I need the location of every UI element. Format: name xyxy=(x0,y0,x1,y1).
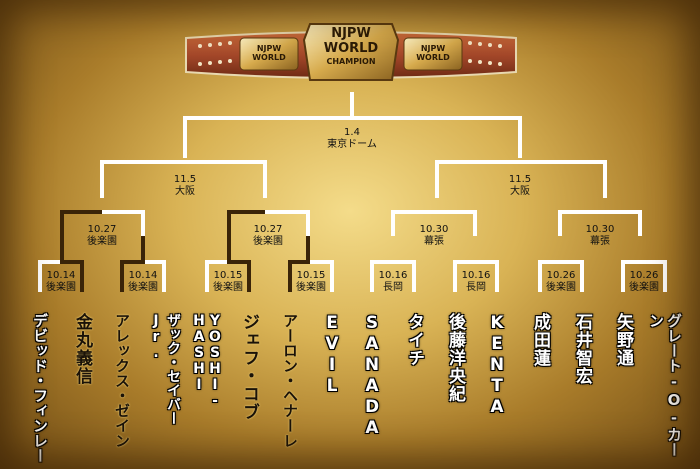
first-round-venue: 後楽園 xyxy=(629,282,659,293)
belt-side-plate-right: NJPW WORLD xyxy=(416,44,450,62)
first-round-date: 10.16 xyxy=(461,270,491,281)
quarterfinal-venue: 後楽園 xyxy=(253,236,283,247)
participant-name: グレート-O-カーン xyxy=(647,313,683,457)
first-round-label: 10.15 後楽園 xyxy=(296,270,326,294)
quarterfinal-date: 10.27 xyxy=(253,224,283,235)
first-round-venue: 長岡 xyxy=(382,282,403,293)
participant-name: KENTA xyxy=(487,313,507,418)
first-round-label: 10.14 後楽園 xyxy=(128,270,158,294)
semifinal-label: 11.5 大阪 xyxy=(174,174,196,198)
first-round-venue: 後楽園 xyxy=(46,282,76,293)
first-round-venue: 後楽園 xyxy=(128,282,158,293)
first-round-date: 10.14 xyxy=(46,270,76,281)
semifinal-venue: 大阪 xyxy=(509,186,530,197)
participant-name: 後藤洋央紀 xyxy=(445,313,465,403)
participant-name: 金丸義信 xyxy=(72,313,92,385)
participant-name: SANADA xyxy=(362,313,382,439)
final-venue: 東京ドーム xyxy=(327,139,377,150)
first-round-venue: 後楽園 xyxy=(296,282,326,293)
belt-plate: NJPW WORLD CHAMPION xyxy=(310,26,392,68)
championship-belt-icon xyxy=(185,23,517,81)
first-round-venue: 後楽園 xyxy=(546,282,576,293)
participant-name: EVIL xyxy=(322,313,342,397)
quarterfinal-venue: 幕張 xyxy=(423,236,444,247)
first-round-date: 10.15 xyxy=(296,270,326,281)
first-round-date: 10.26 xyxy=(546,270,576,281)
semifinal-label: 11.5 大阪 xyxy=(509,174,531,198)
first-round-label: 10.16 長岡 xyxy=(462,270,491,294)
semifinal-date: 11.5 xyxy=(508,174,532,185)
participant-name: YOSHI-HASHI xyxy=(191,313,223,409)
first-round-label: 10.15 後楽園 xyxy=(213,270,243,294)
quarterfinal-venue: 幕張 xyxy=(589,236,610,247)
first-round-label: 10.16 長岡 xyxy=(379,270,408,294)
belt-plate-bottom-text: CHAMPION xyxy=(326,57,376,66)
first-round-date: 10.16 xyxy=(378,270,408,281)
quarterfinal-label: 10.27 後楽園 xyxy=(253,224,283,248)
participant-name: ザック・セイバーJr. xyxy=(148,313,181,425)
first-round-label: 10.14 後楽園 xyxy=(46,270,76,294)
participant-name: アレックス・ゼイン xyxy=(113,313,131,448)
first-round-date: 10.15 xyxy=(213,270,243,281)
first-round-label: 10.26 後楽園 xyxy=(546,270,576,294)
belt-side-plate-left: NJPW WORLD xyxy=(252,44,286,62)
participant-name: デビッド・フィンレー xyxy=(31,313,49,463)
participant-name: タイチ xyxy=(404,313,424,367)
quarterfinal-label: 10.30 幕張 xyxy=(586,224,615,248)
first-round-label: 10.26 後楽園 xyxy=(629,270,659,294)
quarterfinal-date: 10.27 xyxy=(87,224,117,235)
participant-name: 成田蓮 xyxy=(530,313,550,367)
participant-name: ジェフ・コブ xyxy=(239,313,259,421)
final-date: 1.4 xyxy=(344,127,360,138)
quarterfinal-date: 10.30 xyxy=(585,224,615,235)
participant-name: 矢野通 xyxy=(613,313,633,367)
first-round-venue: 長岡 xyxy=(465,282,486,293)
participant-name: 石井智宏 xyxy=(572,313,592,385)
first-round-venue: 後楽園 xyxy=(213,282,243,293)
semifinal-date: 11.5 xyxy=(173,174,197,185)
semifinal-venue: 大阪 xyxy=(174,186,195,197)
participant-name: アーロン・ヘナーレ xyxy=(281,313,299,448)
quarterfinal-date: 10.30 xyxy=(419,224,449,235)
bracket-lines-advanced xyxy=(60,210,310,292)
belt-plate-top-text: NJPW xyxy=(331,26,371,41)
quarterfinal-venue: 後楽園 xyxy=(87,236,117,247)
belt-plate-mid-text: WORLD xyxy=(323,41,379,56)
first-round-date: 10.26 xyxy=(629,270,659,281)
first-round-date: 10.14 xyxy=(128,270,158,281)
quarterfinal-label: 10.27 後楽園 xyxy=(87,224,117,248)
quarterfinal-label: 10.30 幕張 xyxy=(420,224,449,248)
final-label: 1.4 東京ドーム xyxy=(327,127,377,151)
